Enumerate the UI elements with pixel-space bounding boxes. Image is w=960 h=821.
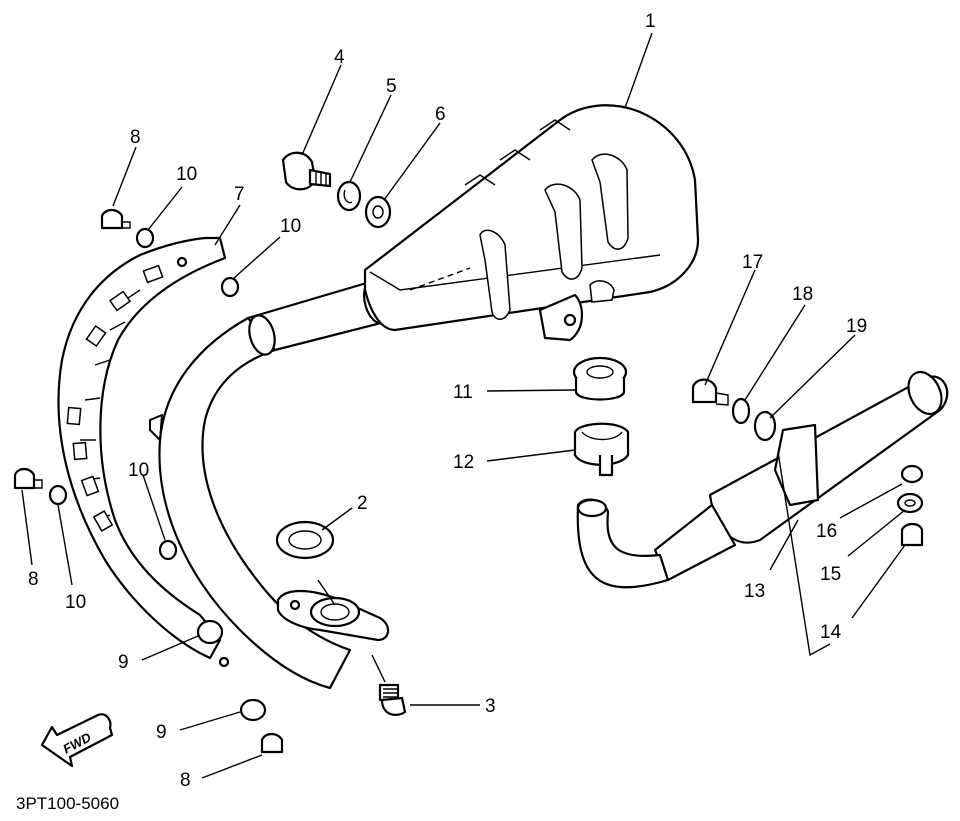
- callout-10-right: 10: [280, 216, 301, 237]
- callout-3: 3: [485, 696, 496, 717]
- callout-8-left: 8: [28, 569, 39, 590]
- gasket: [275, 520, 335, 560]
- callout-2: 2: [357, 493, 368, 514]
- callout-18: 18: [792, 284, 813, 305]
- damper: [896, 492, 924, 514]
- callout-19: 19: [846, 316, 867, 337]
- plain-washer: [364, 195, 392, 229]
- plain-washer: [753, 410, 777, 442]
- muffler-bolt: [281, 151, 332, 191]
- callout-7: 7: [234, 184, 245, 205]
- washer: [48, 484, 68, 506]
- flange-bolt: [378, 683, 407, 716]
- callout-labels: 1 2 3 4 5 6 7 8 8 8 9 9 10 10 10 10 11 1…: [28, 11, 867, 791]
- callout-13: 13: [744, 581, 765, 602]
- spring-washer: [731, 397, 751, 425]
- callout-10-top: 10: [176, 164, 197, 185]
- callout-5: 5: [386, 76, 397, 97]
- callout-11: 11: [453, 382, 473, 403]
- leader-lines: [21, 32, 906, 779]
- callout-4: 4: [334, 47, 345, 68]
- callout-12: 12: [453, 452, 474, 473]
- washer: [158, 539, 178, 561]
- callout-1: 1: [645, 11, 656, 32]
- hose-clamp: [573, 422, 630, 477]
- screw: [260, 732, 284, 754]
- callout-10-left: 10: [65, 592, 86, 613]
- screw: [13, 467, 43, 490]
- bolt: [691, 378, 729, 406]
- callout-8-bottom: 8: [180, 770, 191, 791]
- muffler: [363, 104, 700, 342]
- mount-rubber: [572, 356, 628, 401]
- heat-protector: [57, 236, 230, 668]
- secondary-silencer: [576, 370, 949, 589]
- callout-8-top: 8: [130, 127, 141, 148]
- callout-16: 16: [816, 521, 837, 542]
- spring-washer: [336, 180, 362, 212]
- callout-6: 6: [435, 104, 446, 125]
- collar: [900, 464, 924, 484]
- damper: [196, 619, 224, 645]
- callout-9-lower: 9: [156, 722, 167, 743]
- bolt: [900, 522, 924, 547]
- damper: [239, 698, 267, 722]
- callout-15: 15: [820, 564, 841, 585]
- callout-17: 17: [742, 252, 763, 273]
- screw: [100, 208, 131, 230]
- callout-14: 14: [820, 622, 842, 643]
- callout-9-upper: 9: [118, 652, 129, 673]
- diagram-code: 3PT100-5060: [16, 794, 119, 813]
- callout-10-mid: 10: [128, 460, 149, 481]
- forward-arrow: FWD: [40, 713, 114, 768]
- exhaust-pipe: [149, 279, 392, 690]
- washer: [220, 276, 240, 298]
- washer: [135, 227, 155, 249]
